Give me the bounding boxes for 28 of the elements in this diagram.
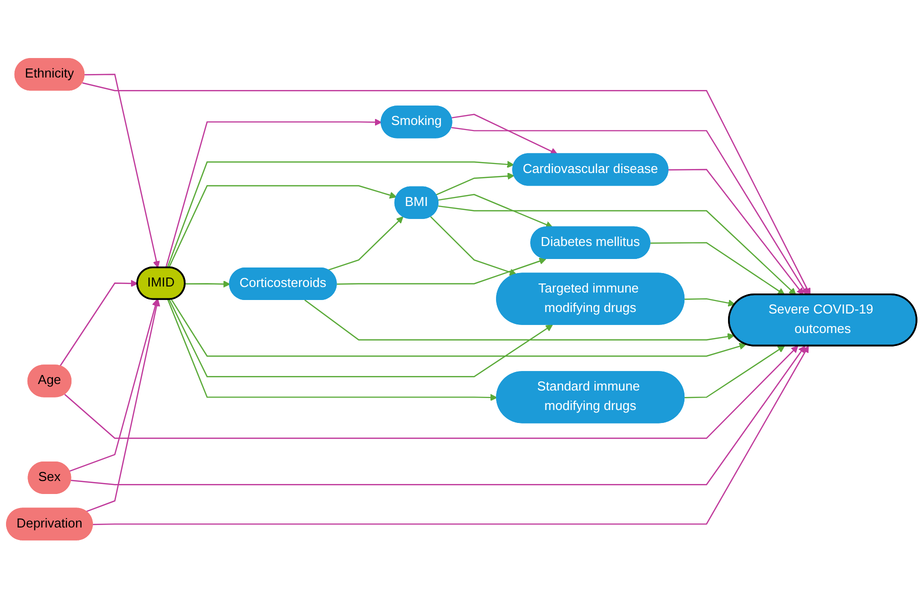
arrow <box>650 242 785 295</box>
arrow <box>92 345 809 525</box>
arrow <box>451 126 808 295</box>
arrow <box>82 82 810 295</box>
arrow <box>84 74 160 268</box>
arrow <box>165 118 382 268</box>
arrow <box>436 172 514 196</box>
arrow <box>70 345 806 485</box>
arrow <box>304 299 735 340</box>
arrow <box>668 168 804 295</box>
arrow <box>684 298 736 306</box>
arrow <box>684 345 785 398</box>
arrow <box>438 194 553 228</box>
arrow <box>60 280 138 366</box>
arrow <box>336 257 546 285</box>
arrow <box>170 298 746 357</box>
arrow <box>451 114 558 154</box>
arrow <box>86 298 160 512</box>
arrow <box>328 216 404 270</box>
arrow <box>430 216 517 276</box>
arrow <box>168 298 553 378</box>
arrow <box>185 280 230 288</box>
arrow <box>438 205 796 295</box>
arrow <box>168 184 397 268</box>
arrow <box>166 160 514 268</box>
arrow <box>167 298 498 401</box>
arrow <box>64 345 798 439</box>
arrow <box>69 298 159 472</box>
